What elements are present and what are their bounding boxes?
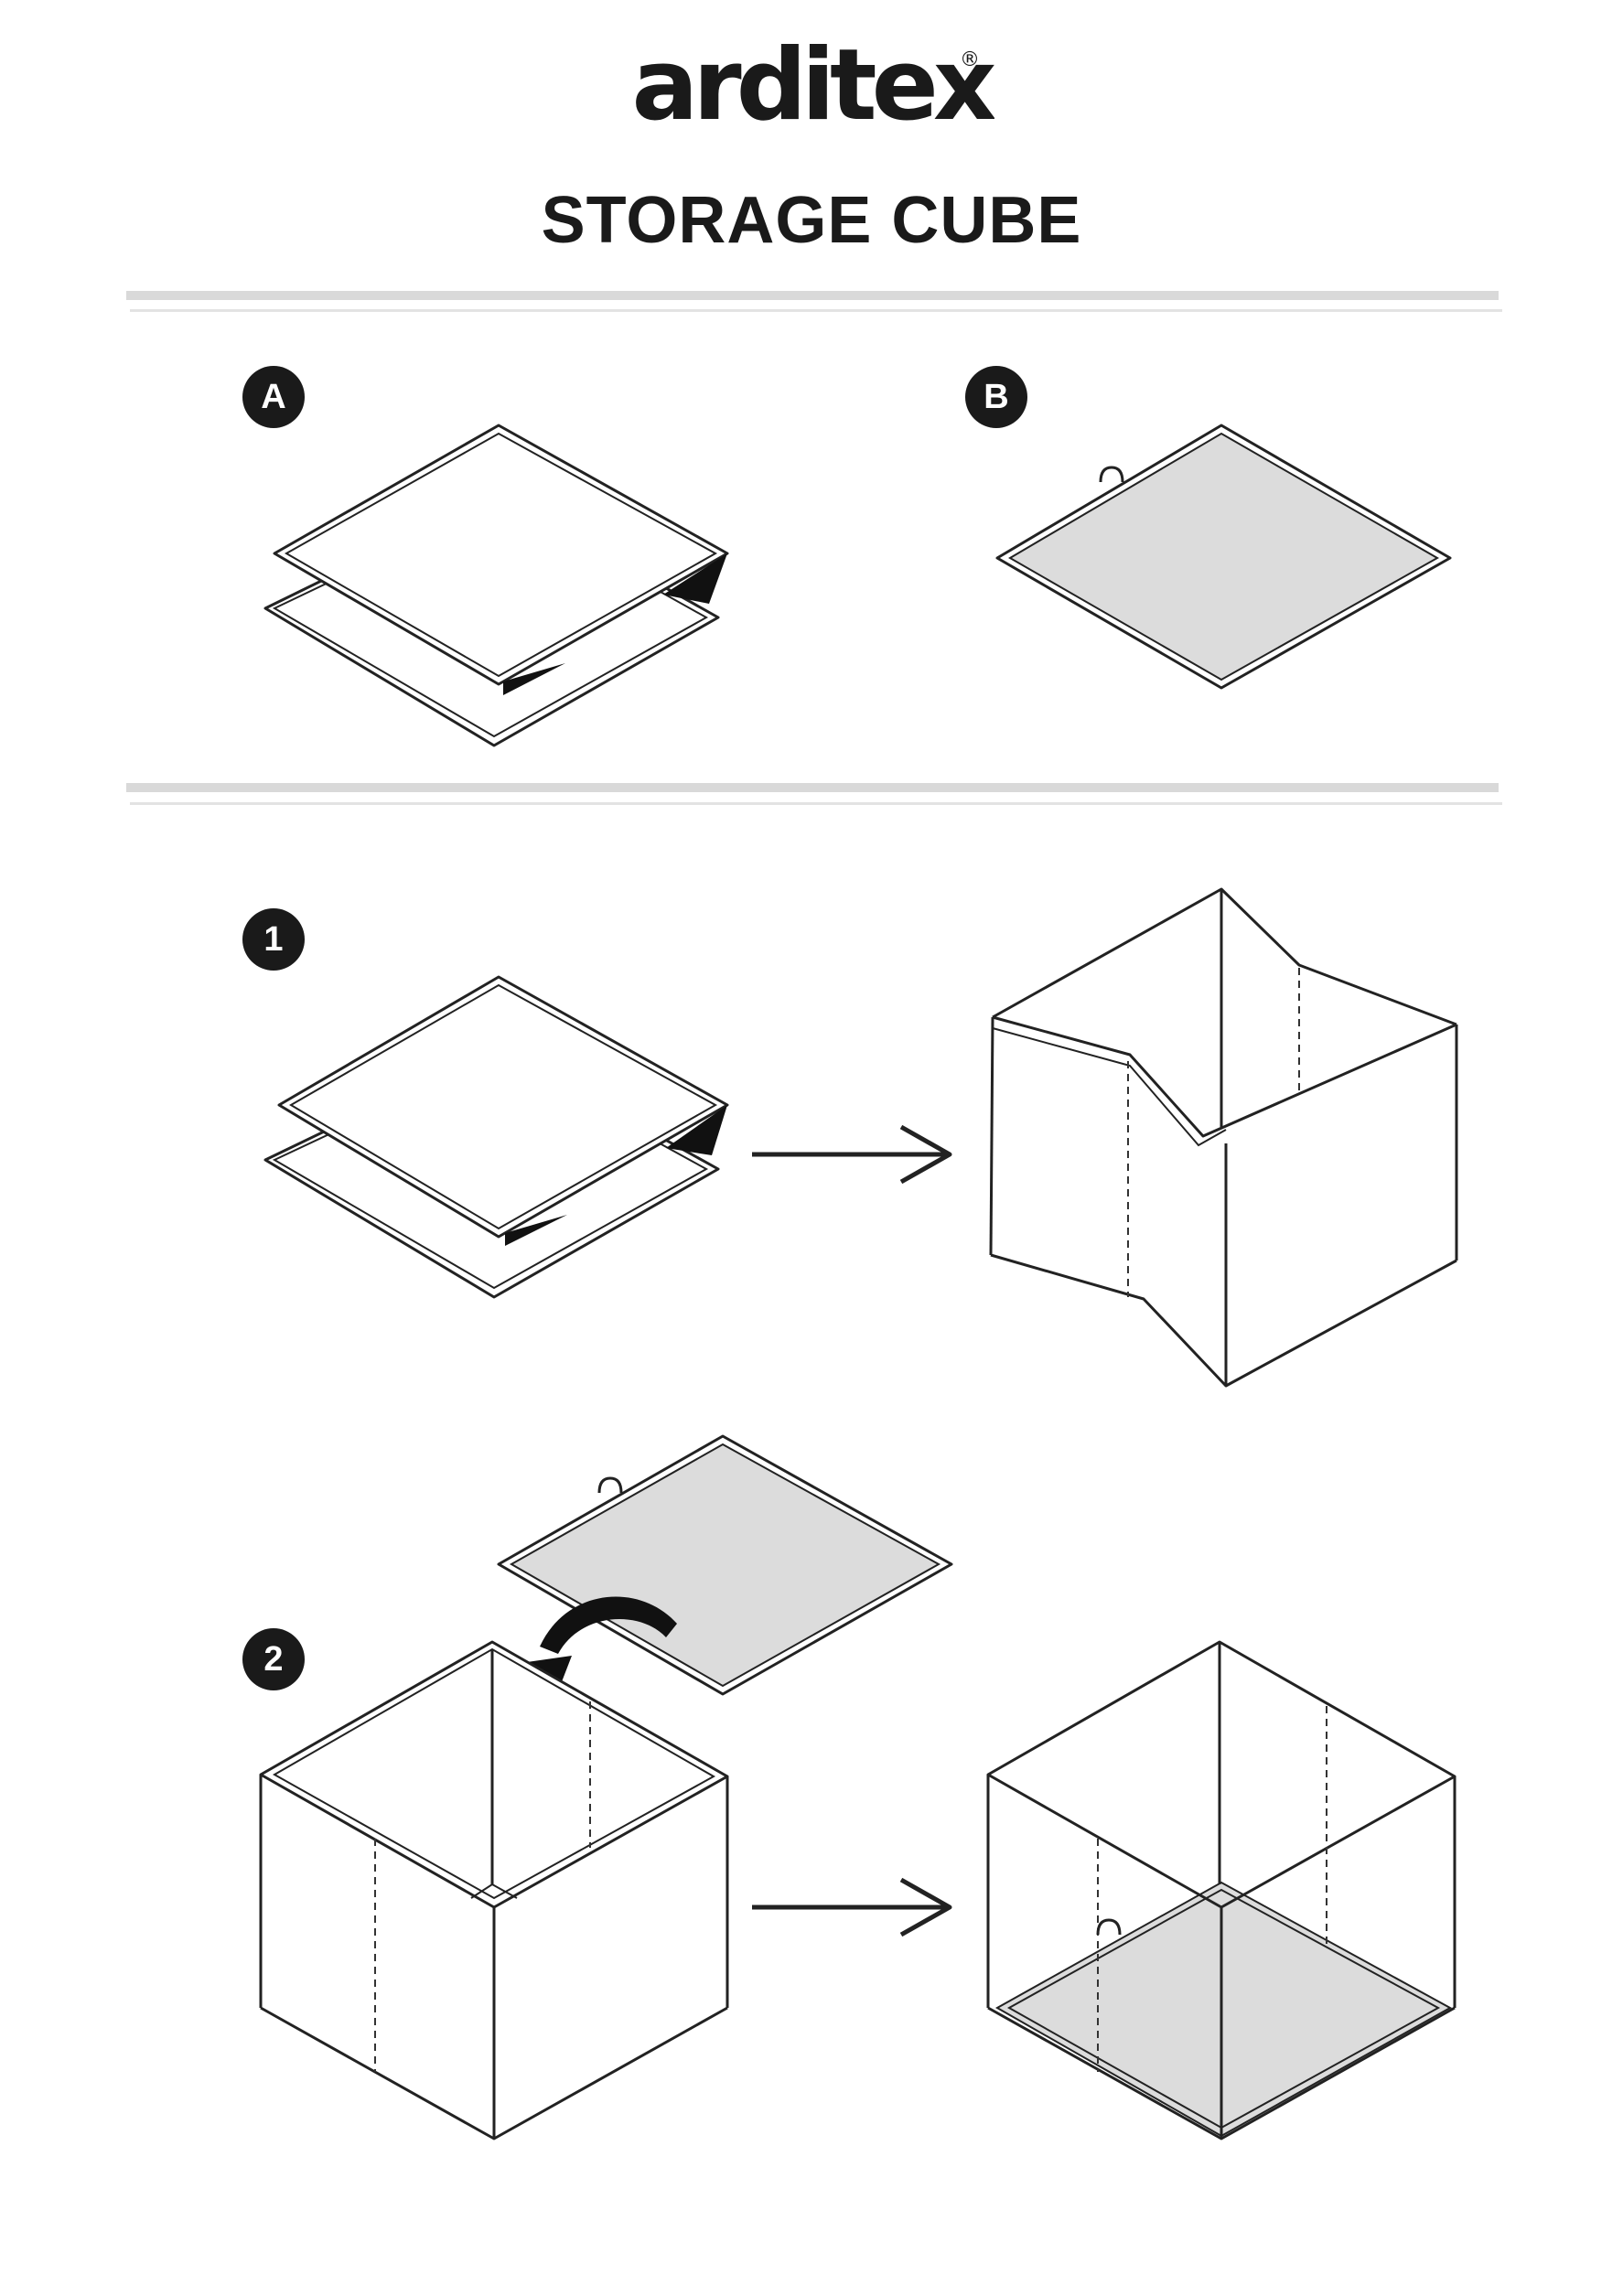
right-arrow-icon xyxy=(752,1877,952,1937)
right-arrow-icon xyxy=(752,1124,952,1185)
step-1-opened-box xyxy=(989,887,1458,1388)
step-2-badge: 2 xyxy=(242,1628,305,1690)
brand-logo: arditex ® xyxy=(0,27,1623,151)
pull-tab-icon xyxy=(1099,466,1124,483)
part-b-base-board xyxy=(995,424,1452,690)
step-1-badge: 1 xyxy=(242,908,305,971)
part-a-folded-panels xyxy=(263,424,729,747)
part-b-badge: B xyxy=(965,366,1027,428)
step-2-open-box xyxy=(259,1640,729,2140)
logo-wordmark: arditex xyxy=(631,28,994,143)
pull-tab-icon xyxy=(1096,1918,1122,1936)
divider-middle xyxy=(126,783,1499,792)
step-1-folded-panels xyxy=(263,975,729,1299)
step-2-base-board xyxy=(497,1434,953,1696)
pull-tab-icon xyxy=(597,1476,623,1494)
arditex-logo: arditex ® xyxy=(631,28,994,143)
divider-top xyxy=(126,291,1499,300)
step-2-finished-box xyxy=(986,1640,1456,2140)
part-a-badge: A xyxy=(242,366,305,428)
divider-middle-thin xyxy=(130,802,1502,805)
page-title: STORAGE CUBE xyxy=(541,184,1082,257)
divider-top-thin xyxy=(130,309,1502,312)
registered-mark: ® xyxy=(960,48,980,71)
